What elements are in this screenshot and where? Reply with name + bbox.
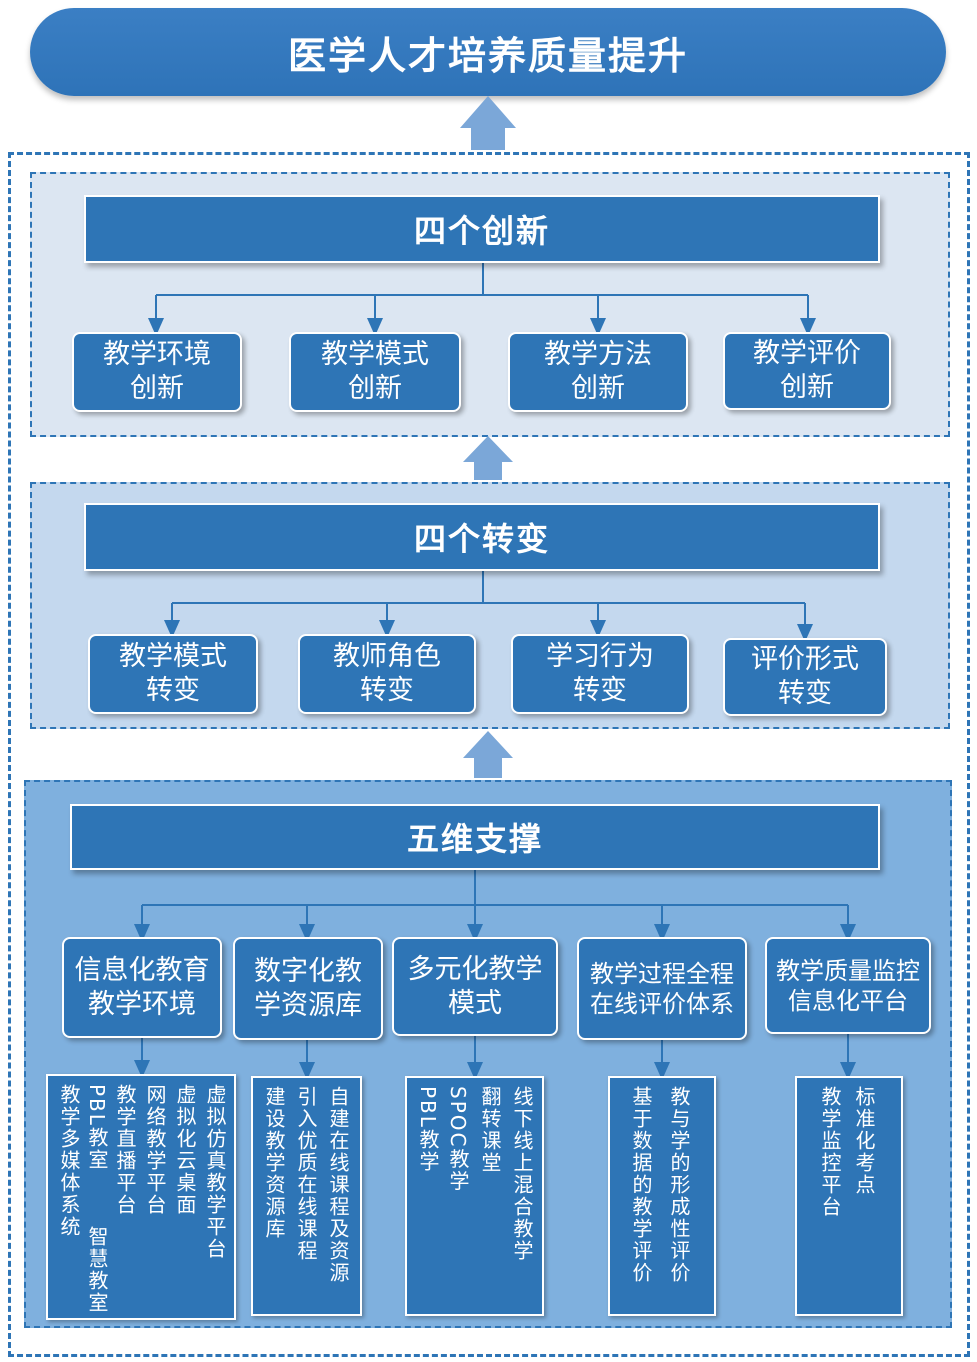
detail-text: PBL教室: [85, 1084, 109, 1171]
detail-box-environment: 教学多媒体系统 PBL教室 智慧教室 教学直播平台 网络教学平台 虚拟化云桌面 …: [46, 1074, 236, 1320]
detail-text: 教学直播平台: [113, 1084, 137, 1216]
detail-text: 线下线上混合教学: [510, 1086, 534, 1262]
up-arrow-3-icon: [463, 731, 513, 778]
detail-box-evaluation: 基于数据的教学评价 教与学的形成性评价: [608, 1076, 716, 1316]
transformation-item-evaluation-form: 评价形式 转变: [723, 638, 887, 716]
detail-text: 网络教学平台: [143, 1084, 167, 1216]
detail-text: 教学监控平台: [818, 1086, 842, 1218]
innovation-item-mode: 教学模式 创新: [289, 332, 461, 412]
support-item-resource-library: 数字化教 学资源库: [233, 937, 383, 1040]
support-item-environment: 信息化教育 教学环境: [62, 937, 222, 1038]
support-header: 五维支撑: [70, 804, 880, 870]
transformation-item-learning-behavior: 学习行为 转变: [511, 634, 689, 714]
detail-text: 标准化考点: [852, 1086, 876, 1196]
detail-text: 基于数据的教学评价: [629, 1086, 653, 1284]
innovation-item-environment: 教学环境 创新: [72, 332, 242, 412]
detail-text: SPOC教学: [446, 1086, 470, 1193]
detail-text: 建设教学资源库: [262, 1086, 286, 1240]
support-item-teaching-mode: 多元化教学 模式: [392, 937, 558, 1036]
detail-text: 虚拟化云桌面: [173, 1084, 197, 1216]
transformation-header: 四个转变: [84, 503, 880, 571]
detail-box-quality-platform: 教学监控平台 标准化考点: [795, 1076, 903, 1316]
detail-box-teaching-mode: PBL教学 SPOC教学 翻转课堂 线下线上混合教学: [405, 1076, 544, 1316]
goal-banner: 医学人才培养质量提升: [30, 8, 946, 96]
detail-text: PBL教学: [416, 1086, 440, 1173]
detail-text: 引入优质在线课程: [294, 1086, 318, 1262]
support-item-quality-platform: 教学质量监控 信息化平台: [765, 937, 931, 1034]
up-arrow-1-icon: [460, 96, 516, 150]
innovation-item-method: 教学方法 创新: [508, 332, 688, 412]
detail-text: 教与学的形成性评价: [667, 1086, 691, 1284]
detail-text: 翻转课堂: [478, 1086, 502, 1174]
detail-text: 虚拟仿真教学平台: [203, 1084, 227, 1260]
support-item-evaluation-system: 教学过程全程 在线评价体系: [577, 937, 747, 1040]
detail-text: 自建在线课程及资源: [326, 1086, 350, 1284]
transformation-item-teacher-role: 教师角色 转变: [298, 634, 476, 714]
detail-text: 教学多媒体系统: [57, 1084, 81, 1238]
outer-frame: [8, 152, 970, 1357]
transformation-item-mode: 教学模式 转变: [88, 634, 258, 714]
up-arrow-2-icon: [463, 436, 513, 480]
detail-box-resource-library: 建设教学资源库 引入优质在线课程 自建在线课程及资源: [251, 1076, 362, 1316]
innovation-item-evaluation: 教学评价 创新: [723, 332, 891, 410]
detail-text: 智慧教室: [85, 1226, 109, 1314]
innovation-header: 四个创新: [84, 195, 880, 263]
